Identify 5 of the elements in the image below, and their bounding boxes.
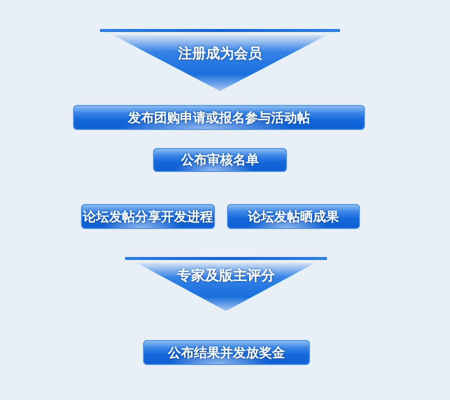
- step-box: 公布审核名单: [153, 148, 287, 172]
- step-box: 论坛发帖分享开发进程: [81, 204, 215, 229]
- step-box: 发布团购申请或报名参与活动帖: [73, 105, 365, 130]
- step-box: 论坛发帖晒成果: [227, 204, 360, 229]
- step-box: 公布结果并发放奖金: [143, 340, 310, 365]
